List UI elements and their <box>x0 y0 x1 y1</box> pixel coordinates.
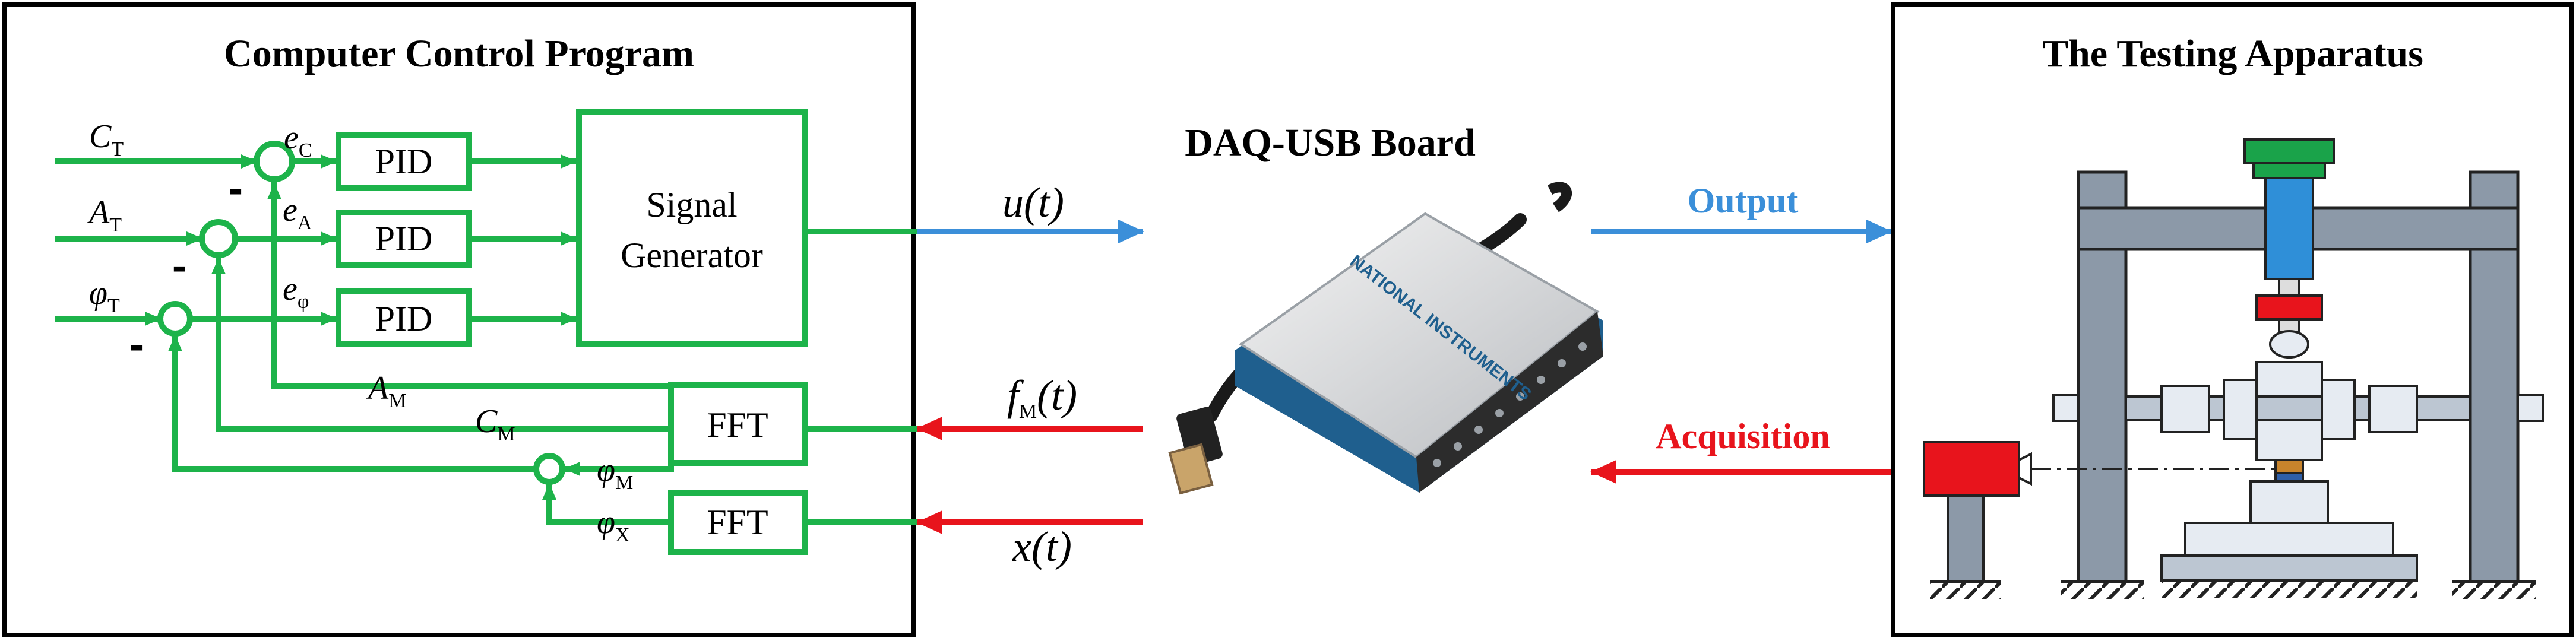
specimen-fixture <box>2052 361 2544 598</box>
displacement-sensor <box>1923 441 2274 599</box>
computer-control-program-panel: Computer Control Program <box>2 2 920 637</box>
sum-junction-a <box>199 219 238 258</box>
fft-label-1: FFT <box>707 405 768 445</box>
daq-device-image: NATIONAL INSTRUMENTS <box>1168 182 1603 495</box>
device-top <box>1239 212 1600 459</box>
sensor-stand <box>1947 494 1985 583</box>
error-label-c: eC <box>284 119 312 161</box>
input-label-a: AT <box>87 194 122 236</box>
sensor-body <box>1923 441 2020 497</box>
minus-sign-3: - <box>129 321 144 369</box>
feedback-label-phi-x: φX <box>597 504 630 546</box>
feedback-c-m <box>211 256 674 432</box>
pid-label-1: PID <box>375 142 433 181</box>
x-signal-label: x(t) <box>1012 523 1072 570</box>
input-label-c: CT <box>89 118 124 160</box>
phi-x-line <box>542 481 674 525</box>
acquisition-label: Acquisition <box>1656 417 1830 456</box>
fm-signal-label: fM(t) <box>1007 372 1077 423</box>
u-signal-label: u(t) <box>1002 179 1064 226</box>
feedback-phi <box>168 333 539 472</box>
apparatus-panel-border <box>1891 2 2574 637</box>
usb-cable-top <box>1547 182 1572 212</box>
testing-apparatus-panel: Output Acquisition The Testing Apparatus <box>1590 2 2574 637</box>
feedback-label-c-m: CM <box>475 403 515 445</box>
input-label-phi: φT <box>89 275 120 317</box>
pid-label-2: PID <box>375 219 433 258</box>
frame-right-foot <box>2452 582 2536 599</box>
minus-sign-1: - <box>229 165 243 212</box>
minus-sign-2: - <box>172 242 186 290</box>
apparatus-title: The Testing Apparatus <box>2042 32 2423 75</box>
fft-label-2: FFT <box>707 503 768 542</box>
signal-generator-label-1: Signal <box>646 185 737 224</box>
signal-generator-box <box>576 109 808 347</box>
error-label-phi: eφ <box>283 271 309 313</box>
feedback-label-phi-m: φM <box>597 452 633 494</box>
usb-connector <box>1168 443 1214 495</box>
daq-usb-board-section: DAQ-USB Board u(t) fM(t) x(t) <box>916 121 1603 570</box>
signal-generator-label-2: Generator <box>621 236 763 275</box>
output-label: Output <box>1688 181 1799 220</box>
daq-board-title: DAQ-USB Board <box>1185 121 1476 164</box>
panel-border <box>2 2 916 637</box>
pid-label-3: PID <box>375 299 433 338</box>
fft-box-1 <box>668 382 808 466</box>
device-terminal <box>1416 312 1603 493</box>
frame-left-foot <box>2061 582 2144 599</box>
terminal-screws <box>1433 342 1587 467</box>
actuator <box>2243 138 2335 359</box>
error-label-a: eA <box>283 192 312 234</box>
phase-junction <box>533 453 565 485</box>
feedback-a-m <box>267 181 674 389</box>
feedback-label-a-m: AM <box>366 370 406 412</box>
sum-junction-phi <box>157 301 193 337</box>
panel-title: Computer Control Program <box>224 32 694 75</box>
sensor-head <box>2018 452 2032 486</box>
